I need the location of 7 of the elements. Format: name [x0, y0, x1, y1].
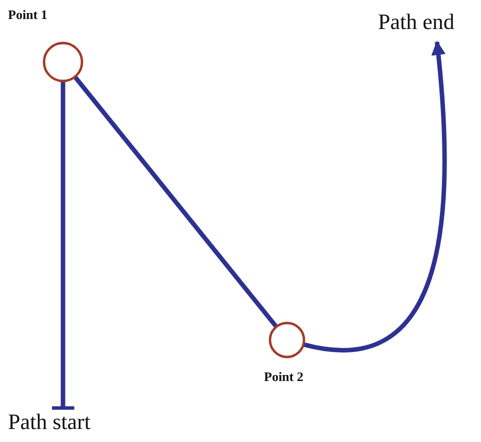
path-label: Path start	[8, 410, 90, 434]
path-line	[50, 81, 76, 410]
path-line	[73, 75, 278, 328]
path-line	[302, 40, 447, 352]
point-label: Point 1	[8, 8, 48, 22]
path-label: Path end	[378, 10, 454, 34]
point-label: Point 2	[264, 370, 304, 384]
